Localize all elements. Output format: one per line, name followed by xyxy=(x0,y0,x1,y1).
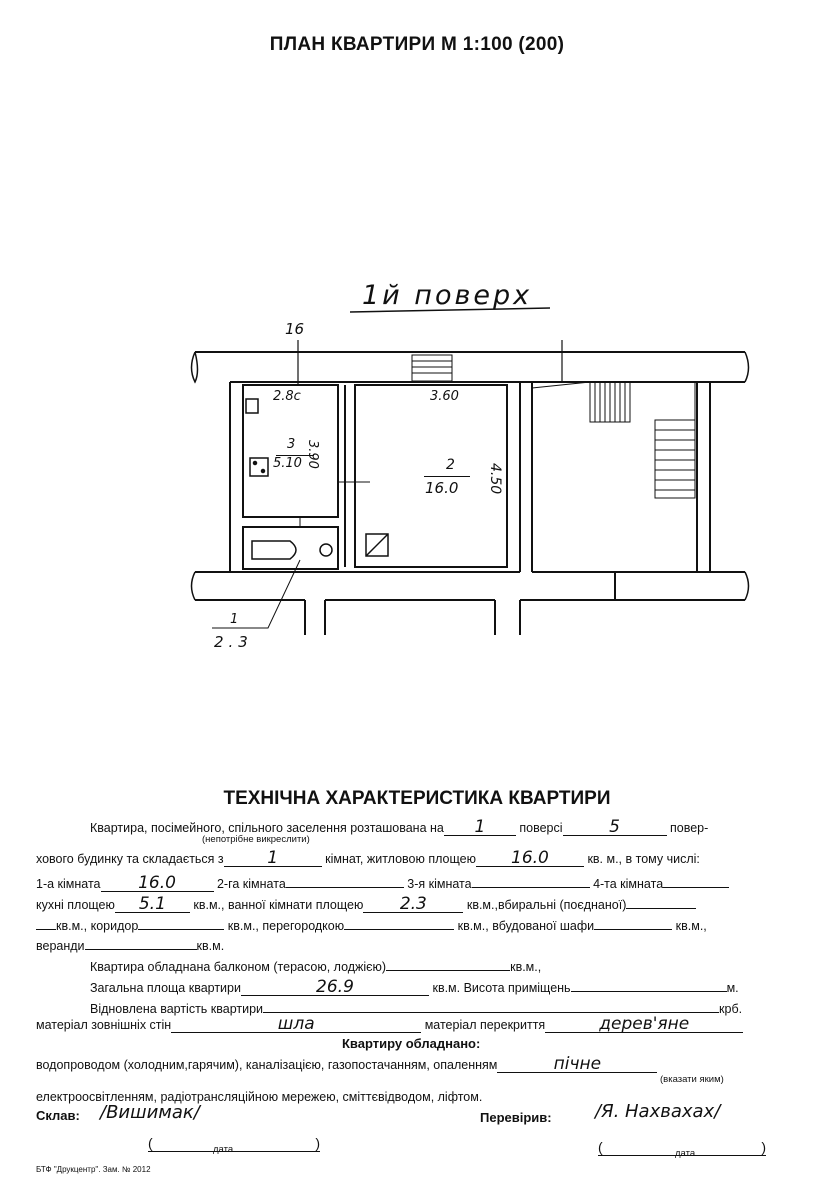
total-area-field: 26.9 xyxy=(240,979,429,996)
composed-label: Склав: xyxy=(36,1108,80,1123)
note-cross-out: (непотрібне викреслити) xyxy=(202,834,310,845)
living-width-label: 3.60 xyxy=(430,389,459,404)
room1-field: 16.0 xyxy=(100,875,214,892)
floors-total-field: 5 xyxy=(562,819,667,836)
living-area-field: 16.0 xyxy=(475,850,584,867)
bath-callout-area: 2.3 xyxy=(214,633,253,651)
floor-label: 1й поверх xyxy=(362,280,533,311)
tech-title: ТЕХНІЧНА ХАРАКТЕРИСТИКА КВАРТИРИ xyxy=(223,788,611,809)
specify-note: (вказати яким) xyxy=(660,1074,724,1085)
tech-line-1: Квартира, посімейного, спільного заселен… xyxy=(90,817,709,837)
kitchen-area-field: 5.1 xyxy=(114,896,190,913)
living-length-label: 4.50 xyxy=(487,463,503,495)
walls-material-field: шла xyxy=(171,1016,422,1033)
rooms-count-field: 1 xyxy=(223,850,322,867)
equipped-title: Квартиру обладнано: xyxy=(342,1036,481,1051)
composed-date-label: дата xyxy=(213,1144,234,1155)
axis-number-label: 16 xyxy=(285,320,305,338)
bath-callout-number: 1 xyxy=(230,612,239,627)
living-area-label: 16.0 xyxy=(425,479,459,497)
print-footer: БТФ "Друкцентр". Зам. № 2012 xyxy=(36,1165,151,1174)
living-fraction-line xyxy=(424,476,470,477)
tech-line-5: кв.м., коридор кв.м., перегородкою кв.м.… xyxy=(36,914,707,933)
page-title: ПЛАН КВАРТИРИ М 1:100 (200) xyxy=(269,34,565,55)
checked-label: Перевірив: xyxy=(480,1110,552,1125)
living-room-number: 2 xyxy=(446,457,455,473)
composed-signature: /Вишимак/ xyxy=(100,1102,200,1123)
kitchen-room-number: 3 xyxy=(287,437,296,452)
floor-field: 1 xyxy=(443,819,516,836)
ceiling-material-field: дерев'яне xyxy=(545,1016,744,1033)
floor-plan xyxy=(190,307,750,635)
equipped-line-1: водопроводом (холодним,гарячим), каналіз… xyxy=(36,1056,658,1073)
checked-date-label: дата xyxy=(675,1148,696,1159)
equipped-line-2: електроосвітленням, радіотрансляційною м… xyxy=(36,1090,483,1104)
kitchen-area-label: 5.10 xyxy=(273,456,302,471)
heating-field: пічне xyxy=(497,1056,658,1073)
bath-area-field: 2.3 xyxy=(363,896,464,913)
kitchen-width-label: 2.8с xyxy=(273,389,301,404)
kitchen-fraction-line xyxy=(276,455,314,456)
composed-date-line: () xyxy=(148,1135,320,1152)
balcony-line: Квартира обладнана балконом (терасою, ло… xyxy=(90,955,541,974)
checked-signature: /Я. Нахвахах/ xyxy=(595,1101,721,1122)
checked-date-line: () xyxy=(598,1139,766,1156)
